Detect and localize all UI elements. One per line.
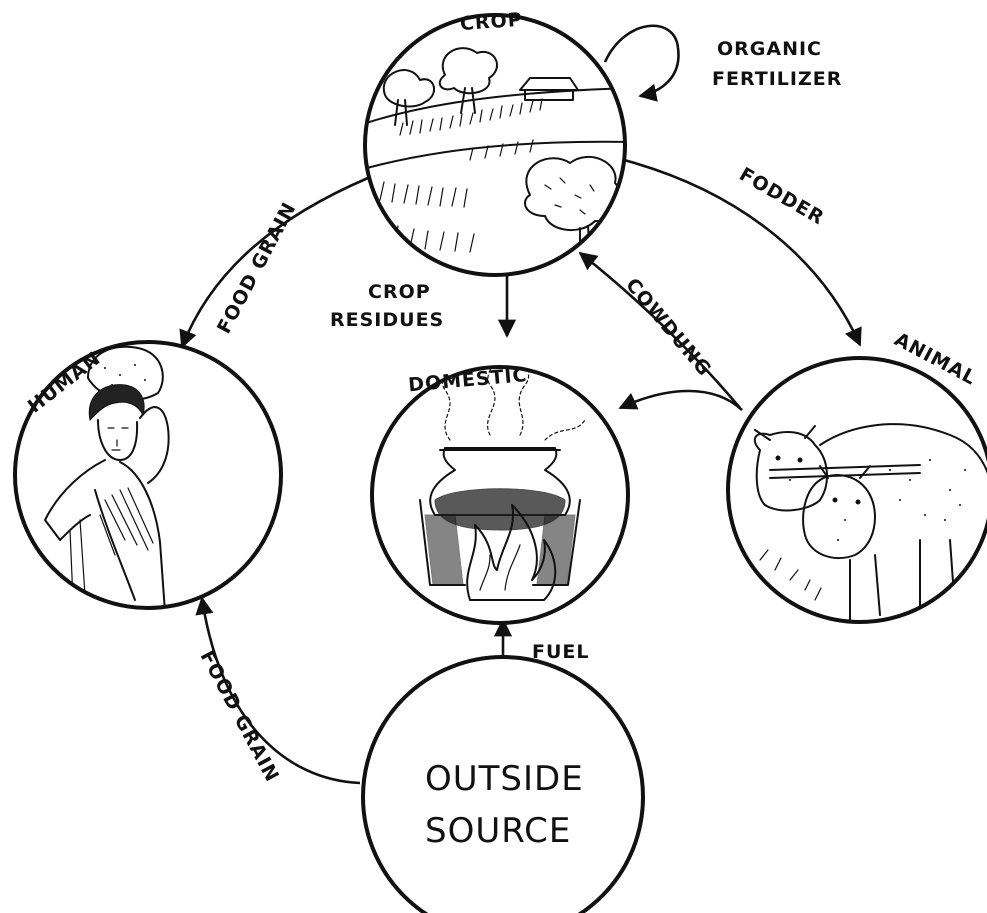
- domestic-node: [370, 365, 630, 625]
- cowdung-label: COWDUNG: [621, 274, 715, 381]
- animal-node: [726, 356, 987, 624]
- fodder-label: FODDER: [736, 163, 829, 229]
- outside-source-node: [361, 655, 645, 913]
- crop-node: [363, 13, 627, 277]
- crop-label: CROP: [459, 9, 523, 35]
- crop-residues-label-line1: CROP: [368, 281, 431, 303]
- food-grain-outside-to-human-arrow: [195, 596, 361, 785]
- food-grain-crop-to-human-arrow: [179, 176, 369, 349]
- crop-residues-label-line2: RESIDUES: [330, 309, 444, 331]
- fuel-label: FUEL: [532, 641, 590, 663]
- organic-fertilizer-arrow: [603, 24, 680, 102]
- outside-source-label-line2: SOURCE: [425, 811, 571, 851]
- human-node: [13, 340, 283, 610]
- woman-illustration: [44, 345, 170, 608]
- organic-fertilizer-label-line2: FERTILIZER: [712, 68, 842, 90]
- cowdung-to-crop-arrow: [578, 251, 741, 409]
- food-grain-crop-human-label: FOOD GRAIN: [213, 198, 301, 337]
- oxen-illustration: [753, 423, 987, 621]
- fodder-arrow: [623, 158, 862, 347]
- food-grain-outside-human-label: FOOD GRAIN: [196, 647, 284, 786]
- organic-fertilizer-label-line1: ORGANIC: [717, 38, 822, 60]
- outside-source-label-line1: OUTSIDE: [425, 759, 584, 799]
- cooking-pot-illustration: [419, 367, 586, 601]
- cowdung-to-domestic-arrow: [618, 389, 743, 411]
